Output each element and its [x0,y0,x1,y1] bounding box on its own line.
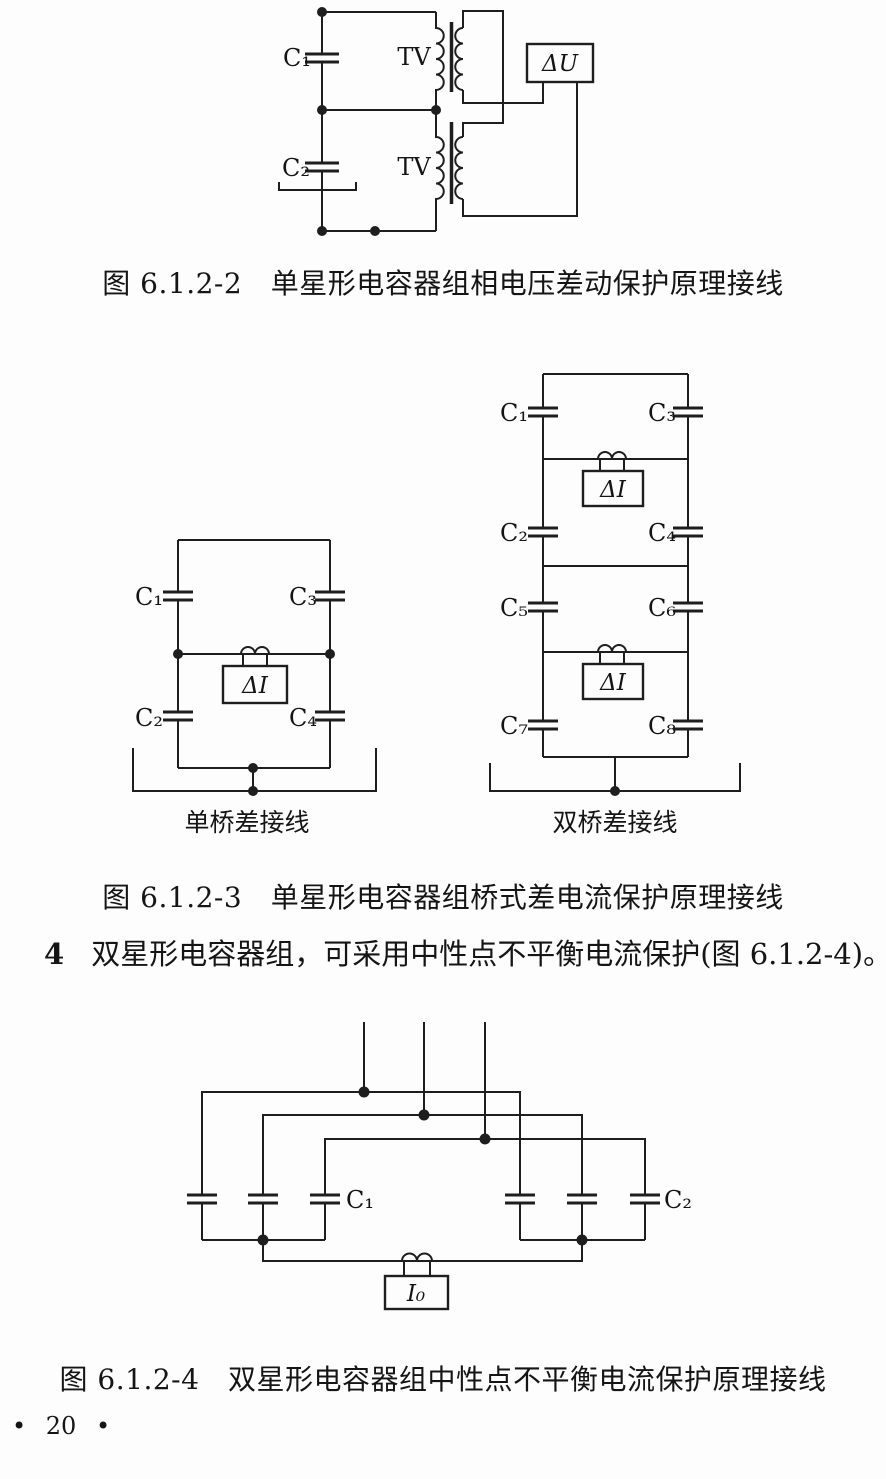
capacitor-c1 [163,590,193,602]
label-c2: C₂ [282,154,310,182]
current-transformer [401,1252,433,1276]
single-bridge-circuit: C₁ C₃ C₂ C₄ ΔI 单桥差接线 [132,539,377,837]
capacitor-bank-left [187,1193,340,1205]
label-c2: C₂ [500,519,528,547]
junction-dots [173,649,335,796]
relay-di-upper-box [581,469,645,508]
current-transformer [240,646,270,666]
figure-6-1-2-4-diagram: C₁ C₂ I₀ [187,1022,692,1311]
double-bridge-circuit: C₁ C₃ C₂ C₄ C₅ C₆ C₇ C₈ ΔI ΔI 双桥差接线 [489,373,741,837]
relay-di-lower-box [581,662,645,701]
label-relay-du: ΔU [541,51,580,77]
label-c7: C₇ [500,712,528,740]
figure-caption-6-1-2-2: 图 6.1.2-2 单星形电容器组相电压差动保护原理接线 [102,267,784,300]
label-c1: C₁ [135,583,163,611]
label-c4: C₄ [289,704,317,732]
label-c8: C₈ [648,712,676,740]
figure-6-1-2-2-diagram: C₁ C₂ TV TV ΔU [278,7,595,236]
capacitor-c2 [528,526,558,538]
label-relay-i0: I₀ [406,1281,425,1307]
current-transformer-lower [597,644,627,664]
relay-i0-box [383,1274,450,1311]
current-transformer-upper [597,451,627,471]
capacitor-c4 [315,710,345,722]
figure-6-1-2-3-diagram: C₁ C₃ C₂ C₄ ΔI 单桥差接线 [132,373,741,837]
relay-di-box [221,664,289,705]
single-bridge-title: 单桥差接线 [184,808,309,837]
junction-dots [257,1086,588,1246]
figure-caption-6-1-2-3: 图 6.1.2-3 单星形电容器组桥式差电流保护原理接线 [102,881,784,914]
voltage-transformer-lower [435,110,464,231]
label-c2: C₂ [135,704,163,732]
wires [201,1022,646,1262]
capacitor-c1 [305,52,339,64]
label-c1: C₁ [283,44,311,72]
label-relay-di-upper: ΔI [599,477,627,503]
label-c4: C₄ [648,519,676,547]
item-number: 4 [44,937,65,971]
label-c1: C₁ [500,399,528,427]
capacitor-c5 [528,601,558,613]
capacitor-c1 [528,406,558,418]
capacitor-c3 [673,406,703,418]
double-bridge-title: 双桥差接线 [552,808,677,837]
label-relay-di-lower: ΔI [599,670,627,696]
voltage-transformer-upper [435,12,464,110]
label-c3: C₃ [289,583,317,611]
item-text: 双星形电容器组，可采用中性点不平衡电流保护(图 6.1.2-4)。 [91,937,886,971]
page-number: • 20 • [12,1412,111,1440]
label-relay-di: ΔI [241,673,269,699]
figure-caption-6-1-2-4: 图 6.1.2-4 双星形电容器组中性点不平衡电流保护原理接线 [59,1363,827,1396]
label-c2: C₂ [664,1186,692,1214]
label-c6: C₆ [648,594,676,622]
capacitor-c3 [315,590,345,602]
capacitor-c2 [305,161,339,173]
label-c5: C₅ [500,594,528,622]
label-tv-lower: TV [397,153,431,181]
capacitor-c8 [673,719,703,731]
capacitor-c2 [163,710,193,722]
capacitor-bank-right [505,1193,660,1205]
label-tv-upper: TV [397,43,431,71]
body-paragraph: 4 双星形电容器组，可采用中性点不平衡电流保护(图 6.1.2-4)。 [44,931,886,973]
neutral-dot [610,786,620,796]
capacitor-c6 [673,601,703,613]
label-c3: C₃ [648,399,676,427]
relay-du-box [525,42,595,84]
capacitor-c4 [673,526,703,538]
junction-dots [317,7,441,236]
capacitor-c7 [528,719,558,731]
label-c1: C₁ [346,1186,374,1214]
